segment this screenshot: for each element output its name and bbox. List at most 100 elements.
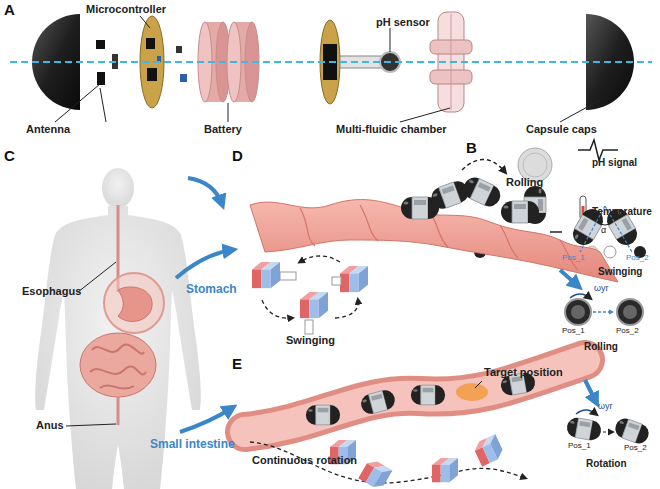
rolling-inset bbox=[565, 299, 591, 325]
capsule bbox=[359, 388, 397, 416]
rolling-inset bbox=[571, 305, 585, 319]
part-label: Capsule caps bbox=[526, 123, 597, 135]
capsule bbox=[501, 201, 539, 223]
antenna-chip bbox=[97, 72, 105, 85]
rolling-inset bbox=[617, 299, 643, 325]
magnet bbox=[358, 457, 393, 489]
angle-symbol: α bbox=[601, 226, 606, 236]
region-label: Stomach bbox=[186, 283, 237, 296]
capsule bbox=[411, 385, 445, 405]
position-label: Pos_2 bbox=[624, 444, 647, 453]
panel-letter: D bbox=[232, 148, 243, 165]
surface-fold bbox=[500, 225, 518, 258]
surface-fold bbox=[300, 208, 315, 246]
target-label: Target position bbox=[484, 366, 563, 378]
intestine bbox=[80, 333, 156, 397]
component bbox=[176, 46, 182, 53]
motion-label: Rolling bbox=[506, 176, 543, 188]
chip bbox=[147, 68, 157, 81]
rectum bbox=[117, 397, 120, 425]
intestine-fold bbox=[90, 345, 146, 389]
leader-line bbox=[66, 424, 116, 426]
motion-arrow bbox=[300, 256, 340, 262]
panel-letter: E bbox=[232, 356, 242, 373]
panel-letter: C bbox=[4, 148, 15, 165]
capsule bbox=[460, 174, 504, 210]
chip bbox=[146, 38, 155, 49]
motion-label: Rolling bbox=[584, 341, 618, 352]
flow-arrow bbox=[180, 408, 232, 432]
region-label: Small intestine bbox=[150, 438, 235, 451]
angular-velocity: ωyr bbox=[598, 402, 613, 412]
flow-arrow bbox=[176, 250, 232, 278]
leader-line bbox=[78, 262, 116, 292]
capsule bbox=[306, 405, 340, 425]
position-label: Pos_2 bbox=[616, 327, 639, 336]
component bbox=[180, 74, 187, 82]
part-label: Antenna bbox=[26, 123, 70, 135]
magnet bbox=[472, 434, 506, 467]
magnet bbox=[300, 292, 328, 318]
part-label: pH sensor bbox=[376, 16, 430, 28]
swinging-inset bbox=[597, 222, 613, 225]
flow-arrow bbox=[585, 380, 596, 402]
leader-line bbox=[100, 88, 106, 122]
magnet bbox=[340, 266, 368, 292]
position-label: Pos_2 bbox=[626, 254, 649, 263]
rolling-inset bbox=[593, 311, 612, 312]
axis-line bbox=[10, 61, 652, 63]
motion-arrow bbox=[462, 159, 505, 172]
target-site bbox=[456, 383, 488, 401]
leader-line bbox=[475, 381, 482, 388]
flow-arrow bbox=[188, 178, 222, 204]
position-label: Pos_1 bbox=[568, 442, 591, 451]
scale-bar bbox=[550, 231, 562, 233]
rolling-inset bbox=[570, 294, 590, 298]
rotation-inset bbox=[565, 410, 651, 446]
magnet bbox=[280, 272, 296, 280]
rotation-inset bbox=[565, 416, 602, 441]
magnet bbox=[305, 320, 313, 334]
motion-label: Swinging bbox=[286, 334, 335, 346]
rolling-inset bbox=[623, 305, 637, 319]
stomach bbox=[118, 287, 152, 321]
leader-line bbox=[55, 84, 100, 122]
leader-line bbox=[80, 118, 540, 122]
leader-line bbox=[560, 100, 600, 122]
leader-line bbox=[390, 28, 391, 52]
rotation-inset bbox=[603, 431, 612, 432]
region-label: Esophagus bbox=[22, 285, 81, 297]
capsule-parts bbox=[604, 246, 616, 258]
antenna-chip bbox=[96, 40, 105, 49]
capsule bbox=[428, 178, 471, 212]
leader-line bbox=[140, 16, 150, 28]
panel-letter: A bbox=[4, 2, 15, 19]
stomach-zoom bbox=[104, 273, 164, 333]
magnet bbox=[252, 262, 280, 288]
intestine-tube bbox=[245, 360, 585, 432]
signal-label: Temperature bbox=[592, 206, 652, 217]
signal-label: pH signal bbox=[592, 157, 637, 168]
head bbox=[102, 168, 134, 208]
flow-arrow bbox=[176, 178, 232, 432]
motion-arrow bbox=[262, 300, 292, 318]
flow-arrow bbox=[560, 270, 578, 286]
coin bbox=[523, 153, 547, 177]
part-label: Multi-fluidic chamber bbox=[336, 123, 447, 135]
motion-label: Rotation bbox=[586, 458, 627, 469]
leader-line bbox=[400, 108, 450, 122]
part-label: Microcontroller bbox=[86, 3, 166, 15]
stomach-locomotion bbox=[250, 159, 643, 334]
rotation-inset bbox=[613, 416, 652, 446]
magnet bbox=[432, 458, 458, 482]
magnet bbox=[252, 262, 368, 334]
panel-letter: B bbox=[466, 140, 477, 157]
surface-fold bbox=[360, 205, 378, 241]
part-label: Battery bbox=[204, 123, 242, 135]
position-label: Pos_1 bbox=[562, 254, 585, 263]
motion-label: Continuous rotation bbox=[252, 454, 357, 466]
motion-arrow bbox=[262, 256, 358, 318]
intestine-lumen bbox=[245, 360, 585, 432]
leader-line bbox=[228, 103, 229, 122]
